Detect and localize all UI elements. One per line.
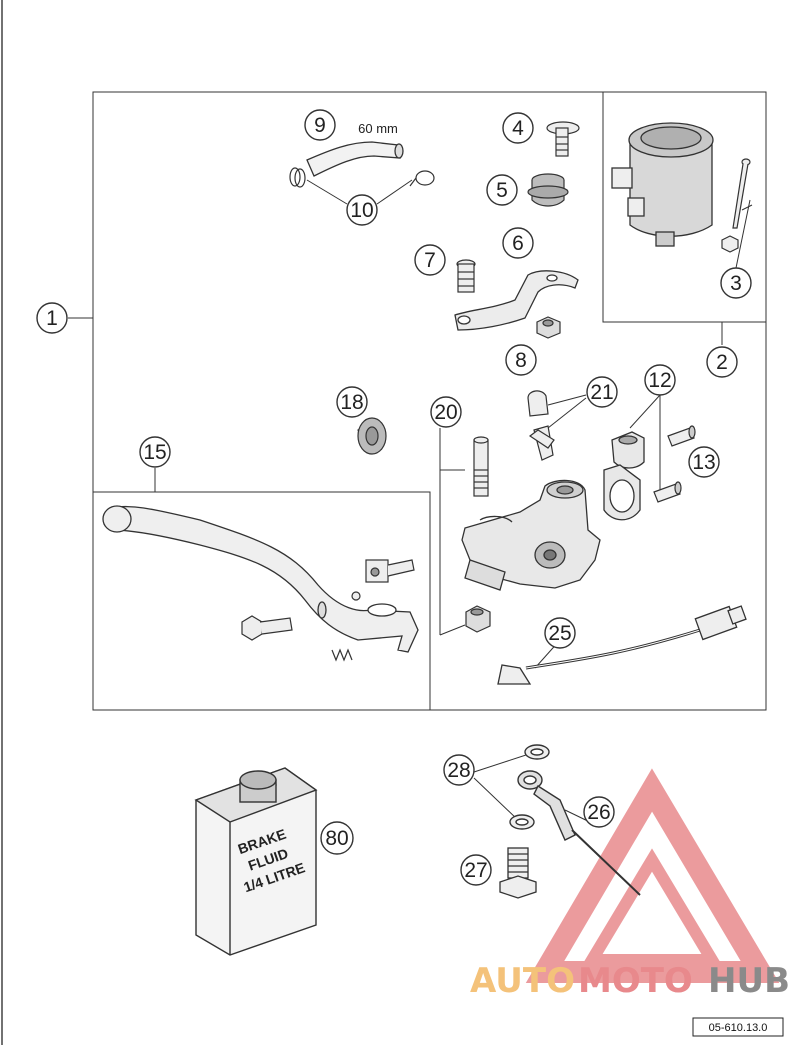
bracket-nut — [536, 316, 561, 339]
callout-6: 6 — [502, 227, 534, 259]
callout-7-label: 7 — [424, 249, 436, 272]
reservoir-bracket — [454, 270, 579, 331]
callout-20-label: 20 — [434, 401, 457, 424]
callout-3: 3 — [720, 267, 752, 299]
callout-13-label: 13 — [692, 451, 715, 474]
callout-13: 13 — [688, 446, 720, 478]
banjo-bolt — [499, 847, 537, 899]
callout-26: 26 — [583, 796, 615, 828]
lever-pivot-bolt — [241, 615, 293, 641]
callout-25: 25 — [544, 617, 576, 649]
callout-21: 21 — [586, 376, 618, 408]
callout-80-label: 80 — [325, 827, 348, 850]
callout-1-label: 1 — [46, 307, 58, 330]
stud-bolt — [473, 436, 489, 497]
sealing-washers — [509, 744, 550, 830]
callout-12-label: 12 — [648, 369, 671, 392]
brake-light-switch — [497, 605, 747, 685]
callout-18-label: 18 — [340, 391, 363, 414]
handlebar-clamp — [603, 431, 645, 521]
lever-adjuster — [351, 559, 415, 601]
callout-25-label: 25 — [548, 622, 571, 645]
callout-4: 4 — [502, 112, 534, 144]
callout-28: 28 — [443, 754, 475, 786]
clamp-screws — [653, 425, 696, 503]
callout-21-label: 21 — [590, 381, 613, 404]
reservoir-screw — [546, 121, 580, 157]
callout-12: 12 — [644, 364, 676, 396]
callout-4-label: 4 — [512, 117, 524, 140]
callout-18: 18 — [336, 386, 368, 418]
callout-10: 10 — [346, 194, 378, 226]
brake-hose-60mm — [306, 141, 404, 177]
callout-15: 15 — [139, 436, 171, 468]
callout-8: 8 — [505, 344, 537, 376]
callout-7: 7 — [414, 244, 446, 276]
watermark-part1: AUTO — [470, 961, 575, 1001]
callout-5: 5 — [486, 174, 518, 206]
callout-27-label: 27 — [464, 859, 487, 882]
master-cylinder-body — [461, 479, 601, 591]
callout-1: 1 — [36, 302, 68, 334]
callout-27: 27 — [460, 854, 492, 886]
rubber-stopper — [357, 417, 387, 455]
callout-26-label: 26 — [587, 801, 610, 824]
hose-length-note: 60 mm — [358, 121, 398, 136]
diagram-code-box: 05-610.13.0 — [692, 1017, 784, 1037]
hose-clamps — [289, 167, 435, 188]
callout-15-label: 15 — [143, 441, 166, 464]
banjo-brake-line — [517, 770, 641, 896]
callout-6-label: 6 — [512, 232, 524, 255]
callout-28-label: 28 — [447, 759, 470, 782]
diagram-code: 05-610.13.0 — [709, 1022, 768, 1034]
callout-3-label: 3 — [730, 272, 742, 295]
callout-20: 20 — [430, 396, 462, 428]
stud-nut — [465, 605, 491, 633]
callout-2: 2 — [706, 346, 738, 378]
leader-lines — [68, 179, 753, 826]
callout-9-label: 9 — [314, 114, 326, 137]
watermark-text: AUTO MOTO HUB — [470, 961, 790, 1001]
callout-80: 80 — [320, 821, 354, 855]
watermark-logo — [525, 768, 780, 983]
bracket-bolt — [456, 259, 476, 293]
callout-5-label: 5 — [496, 179, 508, 202]
watermark-part3: HUB — [708, 961, 790, 1001]
brake-fluid-bottle — [194, 767, 318, 956]
reservoir-bracket-screw — [721, 158, 751, 253]
bleeder-valve — [527, 390, 555, 461]
watermark-part2: MOTO — [578, 961, 693, 1001]
callout-8-label: 8 — [515, 349, 527, 372]
brake-lever — [102, 505, 419, 653]
rubber-grommet — [527, 173, 569, 207]
lever-subframe — [93, 491, 431, 710]
callout-9: 9 — [304, 109, 336, 141]
lever-spring — [331, 648, 353, 662]
callout-2-label: 2 — [716, 351, 728, 374]
fluid-reservoir — [611, 122, 714, 247]
callout-10-label: 10 — [350, 199, 373, 222]
reservoir-subframe — [602, 92, 766, 323]
